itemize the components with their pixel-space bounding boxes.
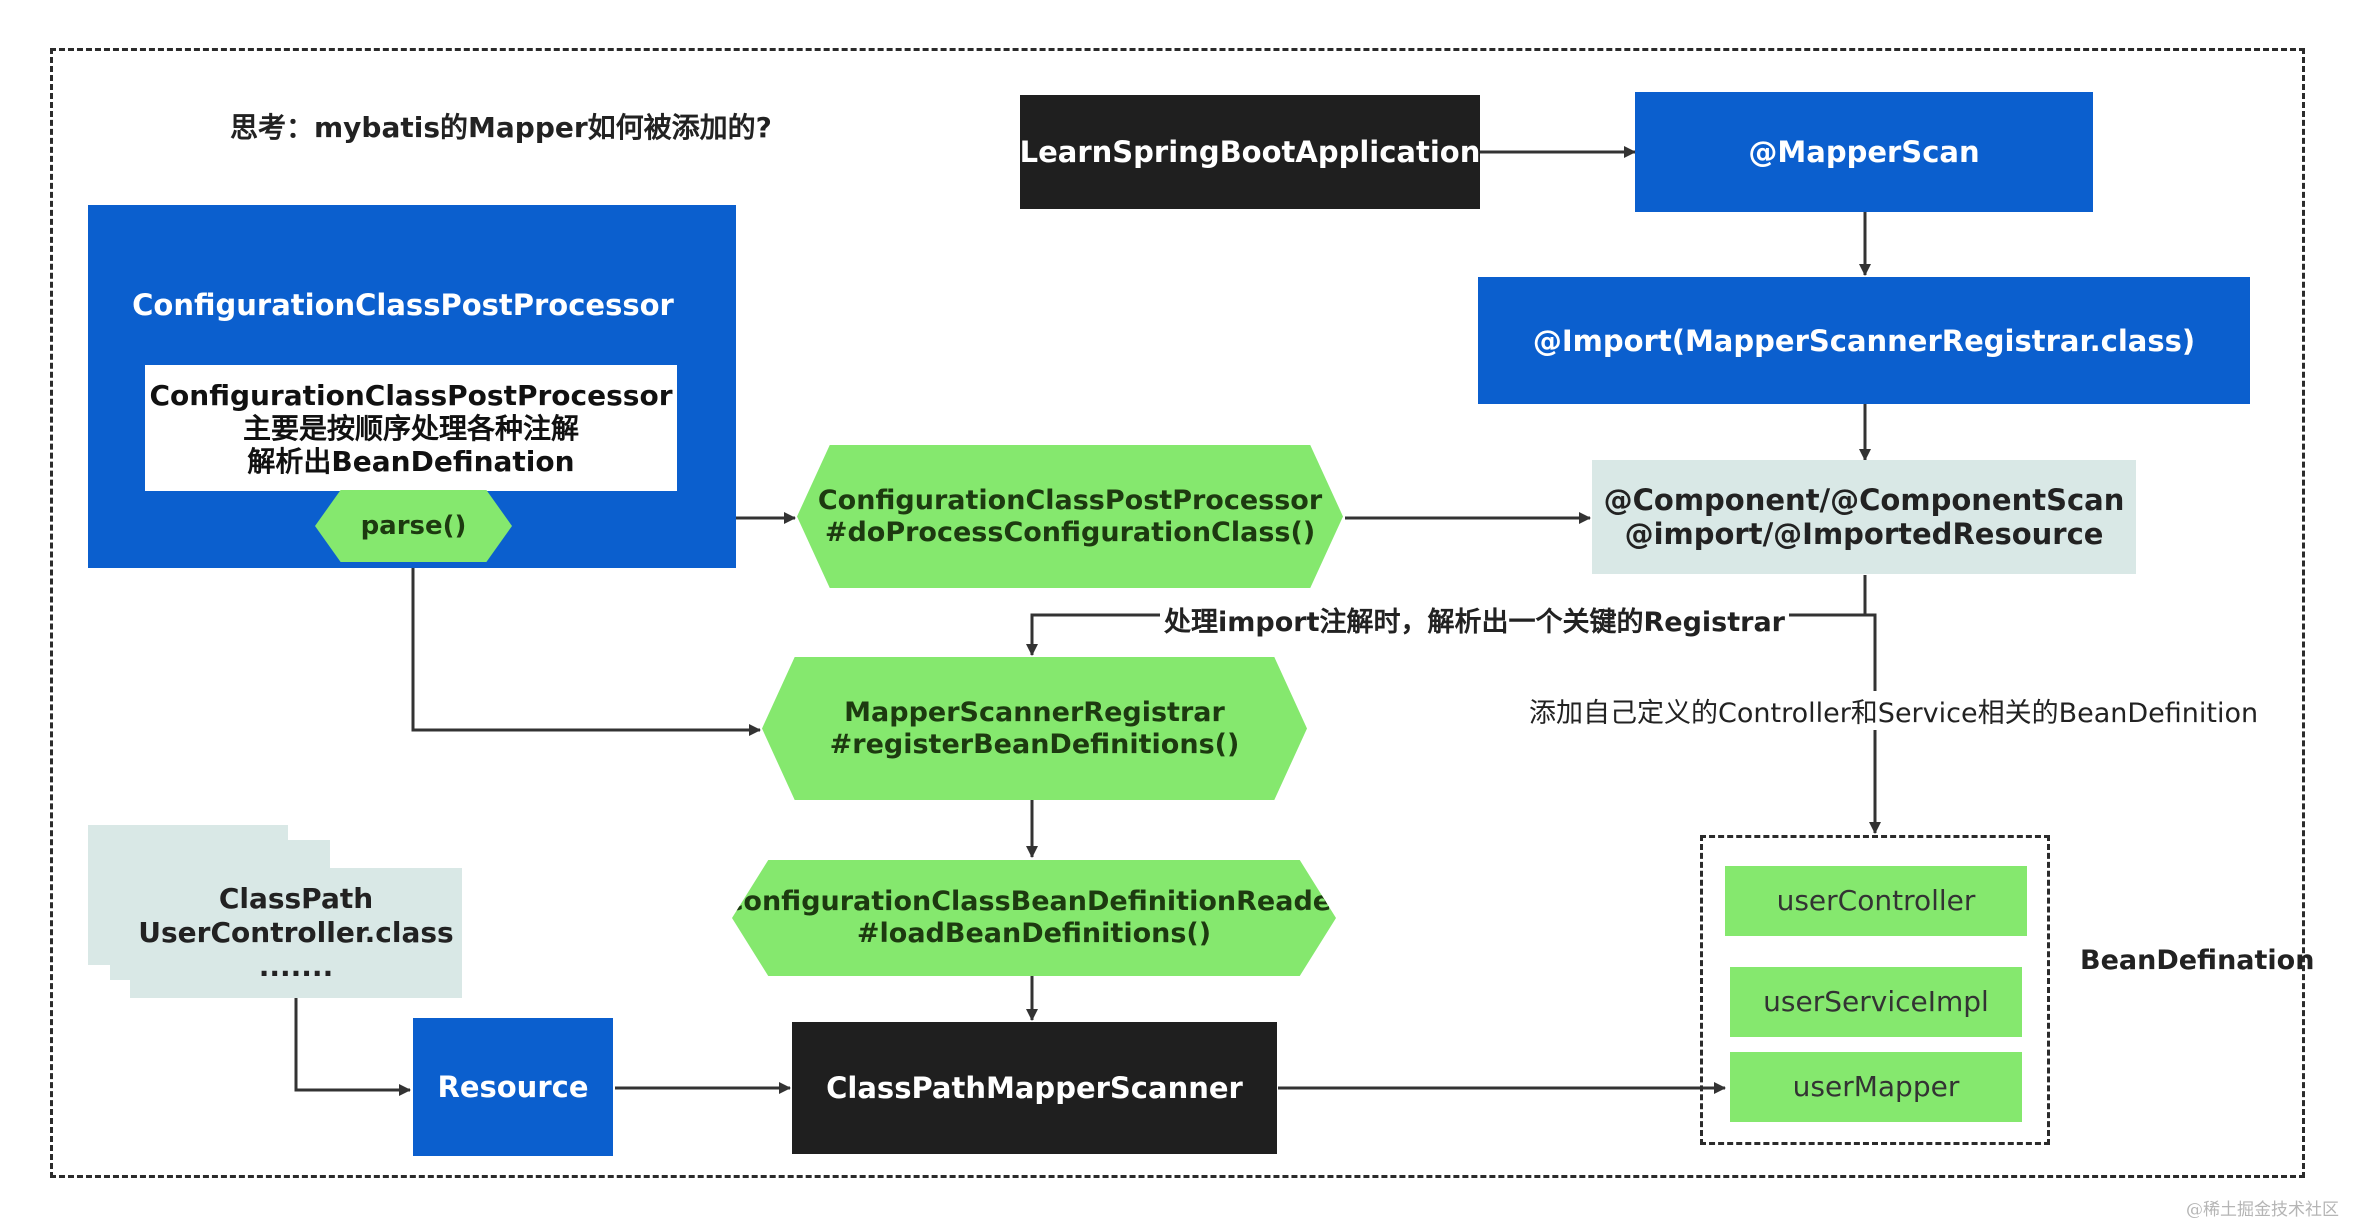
scanner-node: ClassPathMapperScanner bbox=[792, 1022, 1277, 1154]
diagram-frame bbox=[50, 48, 2305, 1178]
edge-classpath-to-resource bbox=[294, 998, 411, 1096]
bean-group-label: BeanDefination bbox=[2080, 945, 2315, 976]
reader-node: ConfigurationClassBeanDefinitionReader #… bbox=[732, 860, 1336, 976]
add-definitions-note: 添加自己定义的Controller和Service相关的BeanDefiniti… bbox=[1527, 691, 2261, 730]
watermark: @稀土掘金技术社区 bbox=[2186, 1200, 2339, 1220]
reader-line2: #loadBeanDefinitions() bbox=[856, 918, 1212, 949]
registrar-line1: MapperScannerRegistrar bbox=[844, 696, 1225, 728]
bean-user-service: userServiceImpl bbox=[1730, 967, 2022, 1037]
classpath-node: ClassPath UserController.class ....... bbox=[130, 868, 462, 998]
registrar-line2: #registerBeanDefinitions() bbox=[829, 728, 1240, 760]
ccpp-title: ConfigurationClassPostProcessor bbox=[132, 288, 674, 322]
ccpp-note-line1: ConfigurationClassPostProcessor bbox=[149, 379, 673, 412]
ccpp-note-line3: 解析出BeanDefination bbox=[247, 445, 575, 478]
component-line2: @import/@ImportedResource bbox=[1624, 517, 2104, 551]
bean-user-controller-label: userController bbox=[1776, 884, 1976, 917]
mapper-scan-label: @MapperScan bbox=[1748, 135, 1980, 169]
ccpp-note-line2: 主要是按顺序处理各种注解 bbox=[242, 412, 579, 445]
component-scan-node: @Component/@ComponentScan @import/@Impor… bbox=[1592, 460, 2136, 574]
edge-parse-to-registrar bbox=[411, 565, 761, 736]
component-line1: @Component/@ComponentScan bbox=[1603, 483, 2125, 517]
classpath-line1: ClassPath bbox=[218, 882, 374, 915]
parse-node: parse() bbox=[315, 490, 512, 562]
import-registrar-node: @Import(MapperScannerRegistrar.class) bbox=[1478, 277, 2250, 404]
bean-user-mapper-label: userMapper bbox=[1792, 1070, 1960, 1103]
diagram-title: 思考：mybatis的Mapper如何被添加的? bbox=[230, 111, 772, 144]
resource-node: Resource bbox=[413, 1018, 613, 1156]
do-process-line1: ConfigurationClassPostProcessor bbox=[817, 484, 1323, 516]
classpath-line2: UserController.class bbox=[138, 916, 454, 949]
reader-line1: ConfigurationClassBeanDefinitionReader bbox=[723, 886, 1345, 917]
import-registrar-label: @Import(MapperScannerRegistrar.class) bbox=[1532, 323, 2196, 358]
scanner-label: ClassPathMapperScanner bbox=[826, 1071, 1243, 1105]
bean-definitions-group bbox=[1700, 835, 2050, 1145]
ccpp-note: ConfigurationClassPostProcessor 主要是按顺序处理… bbox=[145, 365, 677, 491]
do-process-line2: #doProcessConfigurationClass() bbox=[824, 516, 1316, 548]
parse-label: parse() bbox=[360, 511, 467, 541]
bean-user-mapper: userMapper bbox=[1730, 1052, 2022, 1122]
edge-component-to-beans bbox=[1865, 613, 1881, 834]
import-registrar-note: 处理import注解时，解析出一个关键的Registrar bbox=[1160, 600, 1789, 639]
registrar-node: MapperScannerRegistrar #registerBeanDefi… bbox=[762, 657, 1307, 800]
resource-label: Resource bbox=[437, 1070, 589, 1104]
learn-app-node: LearnSpringBootApplication bbox=[1020, 95, 1480, 209]
classpath-line3: ....... bbox=[258, 950, 334, 983]
do-process-node: ConfigurationClassPostProcessor #doProce… bbox=[797, 445, 1343, 588]
bean-user-controller: userController bbox=[1725, 866, 2027, 936]
learn-app-label: LearnSpringBootApplication bbox=[1019, 135, 1481, 169]
mapper-scan-node: @MapperScan bbox=[1635, 92, 2093, 212]
bean-user-service-label: userServiceImpl bbox=[1763, 985, 1989, 1018]
